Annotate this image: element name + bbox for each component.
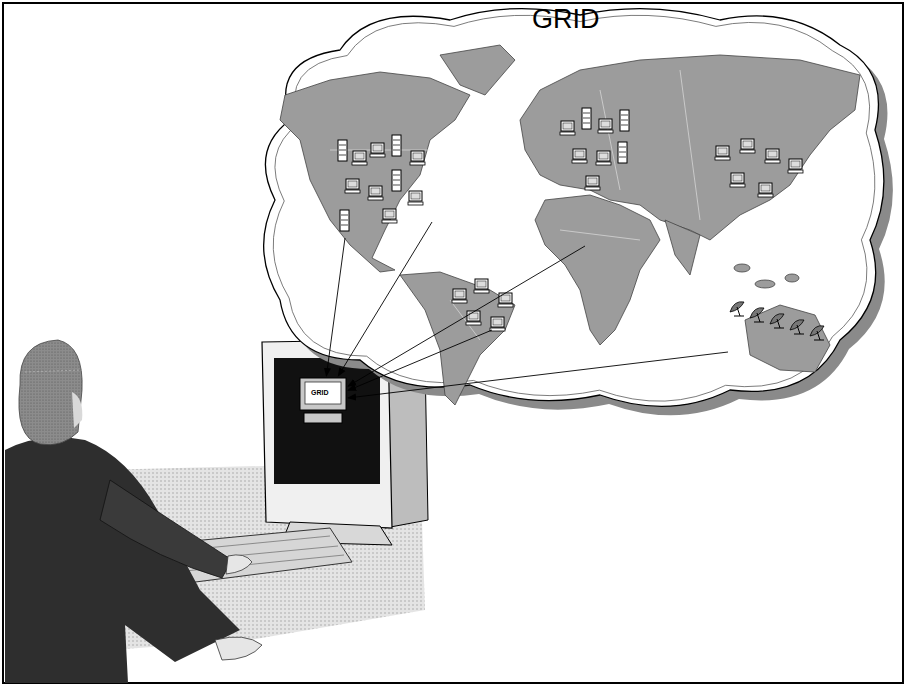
cloud-outline: [250, 0, 895, 420]
cloud-inner-line: [273, 15, 875, 401]
computer-icon: [298, 376, 348, 426]
frame: [3, 3, 903, 683]
node-label: GRID: [311, 389, 329, 396]
node-label: GRID: [532, 6, 600, 33]
continents: [280, 45, 860, 405]
screen-icon: GRID: [298, 376, 348, 426]
connector-arrow: [348, 330, 492, 390]
grid-cloud: GRID: [250, 0, 895, 420]
woman: [5, 340, 262, 683]
connector-arrow: [348, 352, 728, 398]
connector-arrow: [348, 246, 585, 386]
connector-arrow: [326, 238, 345, 376]
computer-clusters: [338, 108, 824, 340]
connector-arrow: [338, 222, 432, 376]
cloud-shape: [264, 9, 884, 407]
